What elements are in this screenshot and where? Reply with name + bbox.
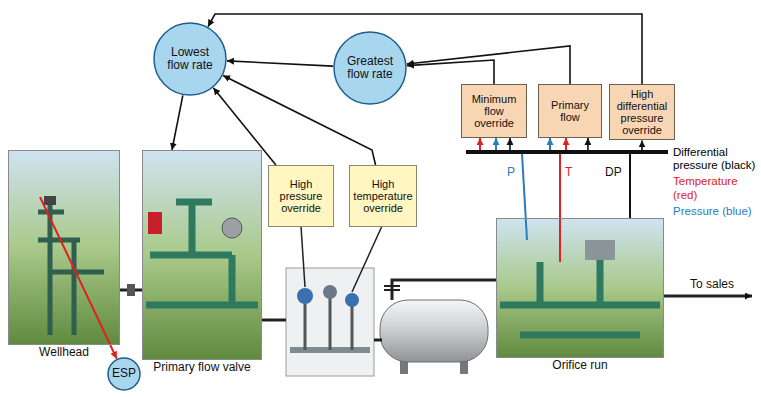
flange-symbol <box>384 289 400 291</box>
pipe <box>374 339 382 342</box>
wellhead-photo <box>44 196 56 205</box>
signal-connector <box>588 138 630 218</box>
override-box: High differential pressure override <box>609 84 675 140</box>
orifice-photo <box>496 218 664 358</box>
signal-connector <box>407 46 570 84</box>
wellhead-photo <box>8 150 120 345</box>
selector-circle: Lowest flow rate <box>153 22 227 96</box>
flange-symbol <box>384 285 400 287</box>
circle-outline <box>108 358 140 390</box>
valve-photo <box>142 150 262 360</box>
orifice-photo <box>585 240 615 260</box>
signal-connector <box>510 138 630 218</box>
orifice-photo <box>500 256 660 335</box>
legend-text: Pressure (blue) <box>673 205 752 217</box>
selector-circle: Greatest flow rate <box>333 31 407 105</box>
legend-color-key: Temperature (red) <box>673 175 759 201</box>
signal-name: DP <box>605 166 622 179</box>
photo-caption: Orifice run <box>550 359 609 372</box>
sensor-photo <box>351 306 354 350</box>
flow-control-box: Minimum flow override <box>461 84 527 138</box>
signal-connector <box>407 60 494 84</box>
sensor-photo <box>323 285 337 299</box>
signal-connector <box>110 345 116 359</box>
sensor-photo <box>345 293 359 307</box>
sensor-photo <box>304 300 307 350</box>
wellhead-photo <box>38 205 104 335</box>
signal-arrow <box>549 138 551 150</box>
separator-tank <box>380 300 488 374</box>
signal-bus <box>522 154 527 240</box>
valve-photo <box>222 218 242 238</box>
flow-control-box: Primary flow <box>538 84 602 138</box>
signal-bus <box>559 154 561 262</box>
signal-name: P <box>507 166 515 179</box>
node-label: Lowest flow rate <box>161 46 220 72</box>
node-label: Minimum flow override <box>465 93 523 129</box>
override-box: High temperature override <box>349 165 417 227</box>
sensor-lead <box>301 226 382 292</box>
valve-photo <box>146 202 258 305</box>
separator-tank <box>380 300 488 362</box>
photo-frame: Orifice run <box>496 218 664 358</box>
valve-photo <box>148 212 162 234</box>
node-label: ESP <box>111 367 138 380</box>
pipe <box>120 280 752 340</box>
photo-caption: Wellhead <box>37 346 91 359</box>
override-box: High pressure override <box>268 165 334 227</box>
photo-frame: Primary flow valve <box>142 150 262 360</box>
pipe <box>262 319 286 322</box>
sensor-photo <box>297 288 313 304</box>
node-label: High differential pressure override <box>613 88 671 136</box>
flange-symbol <box>384 286 400 290</box>
signal-connector <box>208 14 642 84</box>
pipe-coupling <box>127 284 135 296</box>
signal-arrow <box>479 138 481 150</box>
node-label: High pressure override <box>272 178 330 214</box>
signal-arrow <box>495 138 497 150</box>
legend-text: Differential pressure (black) <box>673 146 755 171</box>
sensor-photo <box>286 268 374 376</box>
sensor-lead <box>301 226 305 287</box>
valve-photo <box>142 150 262 360</box>
signal-connector <box>213 88 276 165</box>
pump-circle: ESP <box>107 357 141 391</box>
node-label: Greatest flow rate <box>341 55 400 81</box>
legend-color-key: Differential pressure (black) <box>673 146 759 172</box>
wellhead-photo <box>40 197 110 344</box>
signal-arrow <box>480 138 566 150</box>
signal-arrow <box>565 138 567 150</box>
legend-text: Temperature (red) <box>673 175 738 200</box>
signal-name: T <box>565 166 572 179</box>
photo-frame: Wellhead <box>8 150 120 345</box>
signal-connector <box>227 61 333 66</box>
flow-destination: To sales <box>690 278 734 291</box>
sensor-photo <box>286 268 374 376</box>
pipe <box>392 280 496 300</box>
pipe <box>664 295 752 298</box>
sensor-lead <box>352 226 382 292</box>
sensor-photo <box>329 298 332 350</box>
node-label: High temperature override <box>353 178 413 214</box>
node-label: Primary flow <box>542 99 598 123</box>
circle-outline <box>154 23 226 95</box>
signal-connector <box>630 140 642 218</box>
legend-color-key: Pressure (blue) <box>673 205 759 218</box>
legend: Differential pressure (black) Temperature… <box>673 146 759 221</box>
signal-connector <box>172 95 183 150</box>
orifice-photo <box>496 218 664 358</box>
wellhead-photo <box>8 150 120 345</box>
photo-caption: Primary flow valve <box>151 361 252 374</box>
circle-outline <box>334 32 406 104</box>
